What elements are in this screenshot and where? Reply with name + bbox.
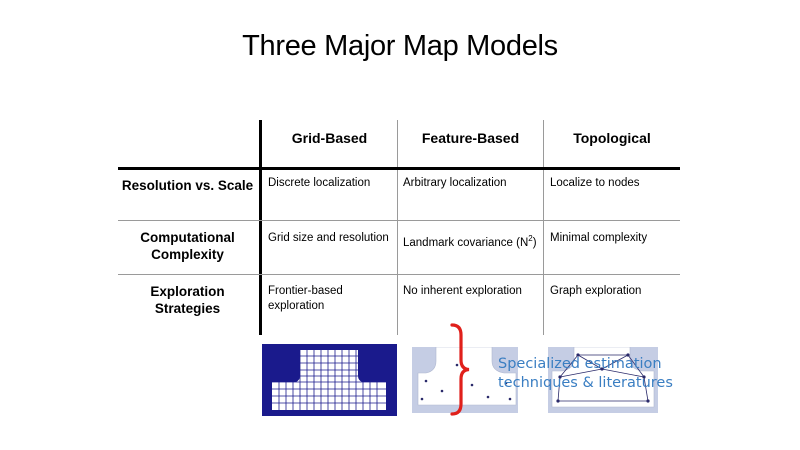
row-header-resolution: Resolution vs. Scale xyxy=(121,178,254,193)
cell-topological-resolution: Localize to nodes xyxy=(550,177,640,189)
feature-map-image xyxy=(412,347,518,413)
table-vertical-divider xyxy=(259,120,262,335)
table-column-divider xyxy=(397,120,398,335)
cell-feature-exploration: No inherent exploration xyxy=(403,285,522,297)
topological-map-graphic xyxy=(548,347,658,413)
cell-grid-resolution: Discrete localization xyxy=(268,177,371,189)
table-row-divider xyxy=(118,274,680,275)
table-row-divider xyxy=(118,220,680,221)
cell-topological-complexity: Minimal complexity xyxy=(550,232,648,244)
curly-brace-icon xyxy=(450,323,470,416)
comparison-table: Grid-Based Feature-Based Topological Res… xyxy=(118,120,680,335)
column-header-topological: Topological xyxy=(573,130,651,146)
column-header-grid-based: Grid-Based xyxy=(291,130,368,146)
cell-feature-resolution: Arbitrary localization xyxy=(403,177,507,189)
topological-map-image xyxy=(548,347,658,413)
column-header-feature-based: Feature-Based xyxy=(421,130,520,146)
slide-title: Three Major Map Models xyxy=(242,30,558,62)
feature-map-graphic xyxy=(412,347,518,413)
table-header-divider xyxy=(118,167,680,170)
cell-topological-exploration: Graph exploration xyxy=(550,285,642,297)
grid-map-image xyxy=(262,344,397,416)
grid-map-graphic xyxy=(262,344,397,416)
cell-grid-complexity: Grid size and resolution xyxy=(268,232,389,244)
cell-feature-complexity: Landmark covariance (N2) xyxy=(403,234,537,249)
table-column-divider xyxy=(543,120,544,335)
